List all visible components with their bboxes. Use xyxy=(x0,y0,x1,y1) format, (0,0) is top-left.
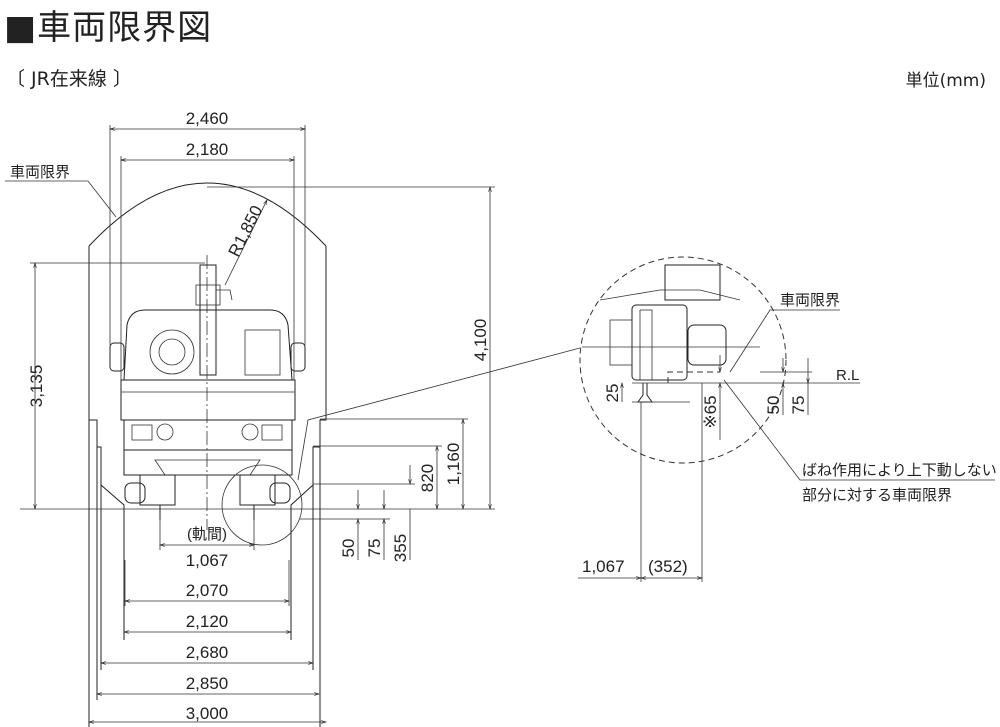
note-line-1: ばね作用により上下動しない xyxy=(802,462,997,479)
dim-detail-75: 75 xyxy=(789,396,808,415)
unit-label: 単位(mm) xyxy=(905,71,986,91)
dim-4100: 4,100 xyxy=(471,319,490,362)
detail-dim-1067: 1,067 xyxy=(582,557,625,576)
vehicle-gauge-outline xyxy=(88,182,327,727)
dim-50: 50 xyxy=(339,539,358,558)
dim-2180: 2,180 xyxy=(186,140,229,159)
dim-1067: 1,067 xyxy=(186,551,229,570)
dim-355: 355 xyxy=(391,534,410,562)
bottom-width-dimensions: (軌間) 1,067 2,070 2,120 2,680 2,850 3,000 xyxy=(89,520,326,723)
dim-75: 75 xyxy=(365,539,384,558)
detail-view: R.L 車両限界 25 ※65 50 75 ばね作用により上下動しない 部分に対… xyxy=(578,256,997,582)
dim-2120: 2,120 xyxy=(186,612,229,631)
gauge-label: 車両限界 xyxy=(10,164,70,181)
dim-3135: 3,135 xyxy=(27,365,46,408)
rail-level-label: R.L xyxy=(836,367,859,384)
radius-label: R1,850 xyxy=(225,202,267,259)
gauge-label-left: 車両限界 xyxy=(5,164,117,218)
height-dimensions: 3,135 4,100 1,160 820 355 75 50 xyxy=(20,187,495,562)
dim-820: 820 xyxy=(418,464,437,492)
truck-drawing xyxy=(109,255,306,530)
dim-65: ※65 xyxy=(701,395,720,428)
dim-detail-50: 50 xyxy=(764,396,783,415)
top-width-dimensions: 2,460 2,180 xyxy=(110,109,305,380)
dim-3000: 3,000 xyxy=(186,704,229,723)
dim-2680: 2,680 xyxy=(186,643,229,662)
subtitle: 〔 JR在来線 〕 xyxy=(6,68,132,90)
dim-2850: 2,850 xyxy=(186,674,229,693)
radius-dimension: R1,850 xyxy=(225,200,267,286)
detail-dim-352: (352) xyxy=(648,557,688,576)
dim-2070: 2,070 xyxy=(186,581,229,600)
page-title: ■車両限界図 xyxy=(4,8,213,48)
dim-25: 25 xyxy=(603,384,622,403)
dim-2460: 2,460 xyxy=(186,109,229,128)
dim-1160: 1,160 xyxy=(444,443,463,486)
note-line-2: 部分に対する車両限界 xyxy=(802,487,952,504)
track-gauge-label: (軌間) xyxy=(187,526,227,543)
detail-callout xyxy=(221,347,581,546)
detail-gauge-label: 車両限界 xyxy=(780,292,840,309)
